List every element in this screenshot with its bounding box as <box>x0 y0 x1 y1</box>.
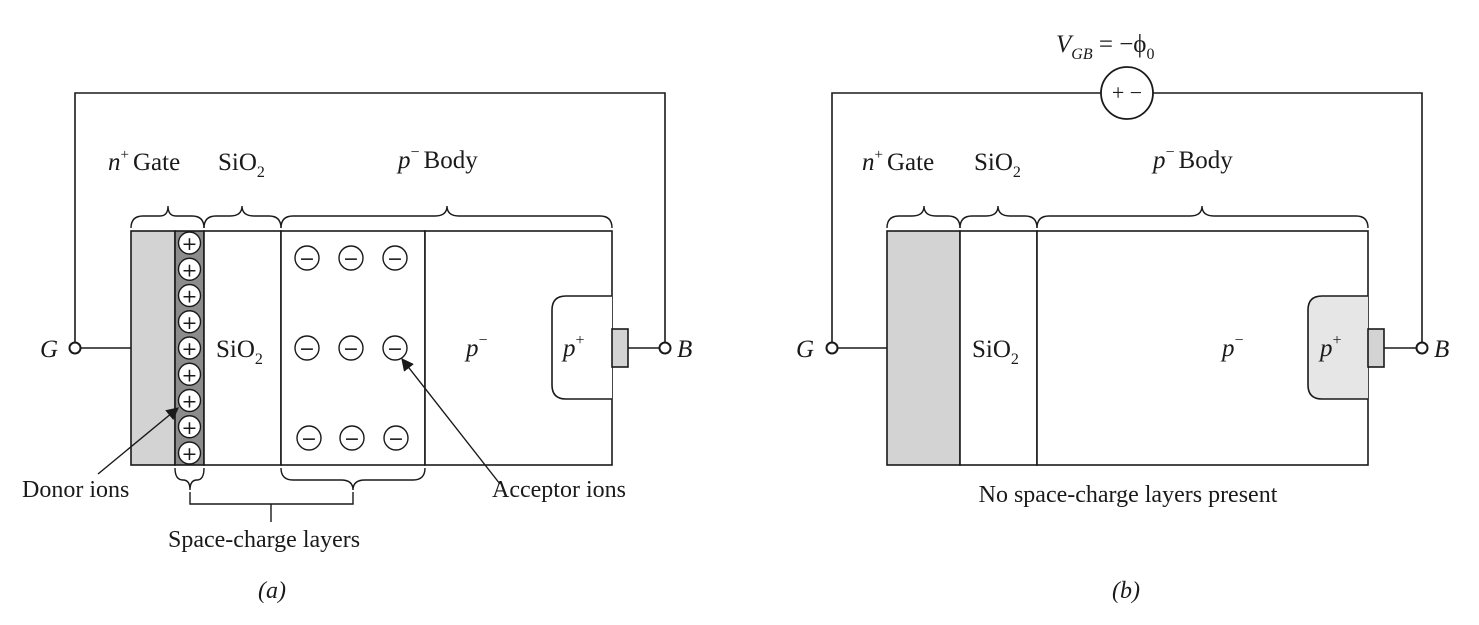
panel-a-donor-label: Donor ions <box>22 477 129 503</box>
panel-b-b-label: B <box>1434 336 1449 363</box>
panel-a-p-plus-region <box>551 295 612 400</box>
panel-a-acceptor-label: Acceptor ions <box>492 477 626 503</box>
donor-ion: + <box>177 231 202 255</box>
panel-a-gate-brace <box>130 205 205 229</box>
donor-ion: + <box>177 362 202 386</box>
panel-a-space-charge-label: Space-charge layers <box>168 527 360 553</box>
panel-a-gate-region <box>130 230 176 466</box>
svg-text:+: + <box>182 417 198 439</box>
svg-text:−: − <box>299 338 315 360</box>
panel-a-donor-brace <box>174 467 205 491</box>
acceptor-ion: − <box>294 245 320 271</box>
svg-text:−: − <box>387 248 403 270</box>
panel-b-g-terminal <box>825 341 839 355</box>
donor-ion: + <box>177 415 202 439</box>
panel-a-caption: (a) <box>258 578 286 604</box>
svg-text:−: − <box>301 428 317 450</box>
panel-a-oxide-region <box>203 230 282 466</box>
acceptor-ion: − <box>382 335 408 361</box>
panel-b: + − VGB = −ϕ0 n+Gate SiO2 p−Body SiO2 p−… <box>796 31 1449 604</box>
panel-a-gate-label: n+Gate <box>108 147 180 176</box>
acceptor-ion: − <box>296 425 322 451</box>
panel-a-oxide-inner-label: SiO2 <box>216 336 263 368</box>
panel-b-body-brace <box>1036 205 1369 229</box>
acceptor-ion: − <box>383 425 409 451</box>
panel-b-oxide-inner-label: SiO2 <box>972 336 1019 368</box>
panel-b-source-label: VGB = −ϕ0 <box>1056 31 1154 63</box>
panel-b-body-label: p−Body <box>1151 144 1233 174</box>
panel-a-g-label: G <box>40 336 58 363</box>
panel-a-donor-ions: + + + + + + + + + <box>177 231 202 465</box>
donor-ion: + <box>177 283 202 308</box>
svg-text:+: + <box>182 364 198 386</box>
acceptor-ion: − <box>339 425 365 451</box>
panel-b-caption: (b) <box>1112 578 1140 604</box>
svg-text:−: − <box>344 428 360 450</box>
svg-text:−: − <box>343 248 359 270</box>
svg-text:+: + <box>182 312 198 334</box>
svg-text:−: − <box>299 248 315 270</box>
panel-a-acceptor-brace <box>280 467 426 491</box>
panel-b-p-plus-region <box>1307 295 1368 400</box>
panel-b-right-wire <box>1153 92 1423 348</box>
panel-a-oxide-brace <box>203 205 282 229</box>
panel-b-body-contact <box>1367 328 1385 368</box>
acceptor-ion: − <box>382 245 408 271</box>
donor-ion: + <box>177 336 202 360</box>
panel-a-g-terminal <box>68 341 82 355</box>
panel-b-gate-brace <box>886 205 961 229</box>
svg-text:+: + <box>182 338 198 360</box>
acceptor-ion: − <box>338 245 364 271</box>
panel-b-voltage-source <box>1100 66 1154 120</box>
panel-b-gate-label: n+Gate <box>862 147 934 176</box>
panel-b-b-terminal <box>1415 341 1429 355</box>
donor-ion: + <box>177 388 202 413</box>
svg-text:+: + <box>182 259 198 281</box>
panel-a-body-brace <box>280 205 613 229</box>
panel-a-space-charge-connector <box>189 492 354 505</box>
panel-a-b-label: B <box>677 336 692 363</box>
panel-b-source-polarity: + − <box>1112 80 1142 105</box>
panel-b-gate-region <box>886 230 961 466</box>
panel-b-oxide-label: SiO2 <box>974 149 1021 181</box>
svg-text:−: − <box>388 428 404 450</box>
panel-a-p-minus-label: p− <box>464 332 488 362</box>
panel-a-body-contact <box>611 328 629 368</box>
donor-ion: + <box>177 257 202 281</box>
panel-b-left-wire <box>831 92 1101 348</box>
panel-b-p-plus-label: p+ <box>1318 332 1342 362</box>
donor-ion: + <box>177 441 202 465</box>
svg-text:+: + <box>182 286 198 308</box>
svg-text:+: + <box>182 443 198 465</box>
panel-b-note: No space-charge layers present <box>979 482 1278 508</box>
panel-b-g-label: G <box>796 336 814 363</box>
panel-a-donor-arrow <box>97 407 179 475</box>
panel-a-oxide-label: SiO2 <box>218 149 265 181</box>
panel-a-b-terminal <box>658 341 672 355</box>
panel-a-p-plus-label: p+ <box>561 332 585 362</box>
svg-text:+: + <box>182 233 198 255</box>
acceptor-ion: − <box>338 335 364 361</box>
panel-a-body-label: p−Body <box>396 144 478 174</box>
panel-b-p-minus-label: p− <box>1220 332 1244 362</box>
panel-a-acceptor-ions: − − − − − − − − − <box>294 245 409 451</box>
acceptor-ion: − <box>294 335 320 361</box>
svg-text:+: + <box>182 391 198 413</box>
panel-a: + + + + + + + + + − − − − − − − − − n+Gate SiO2 p−Body S… <box>22 92 692 604</box>
svg-text:−: − <box>387 338 403 360</box>
panel-b-oxide-region <box>959 230 1038 466</box>
svg-text:−: − <box>343 338 359 360</box>
donor-ion: + <box>177 310 202 334</box>
panel-a-acceptor-arrow <box>401 358 501 485</box>
panel-a-top-wire <box>74 92 666 348</box>
panel-b-oxide-brace <box>959 205 1038 229</box>
